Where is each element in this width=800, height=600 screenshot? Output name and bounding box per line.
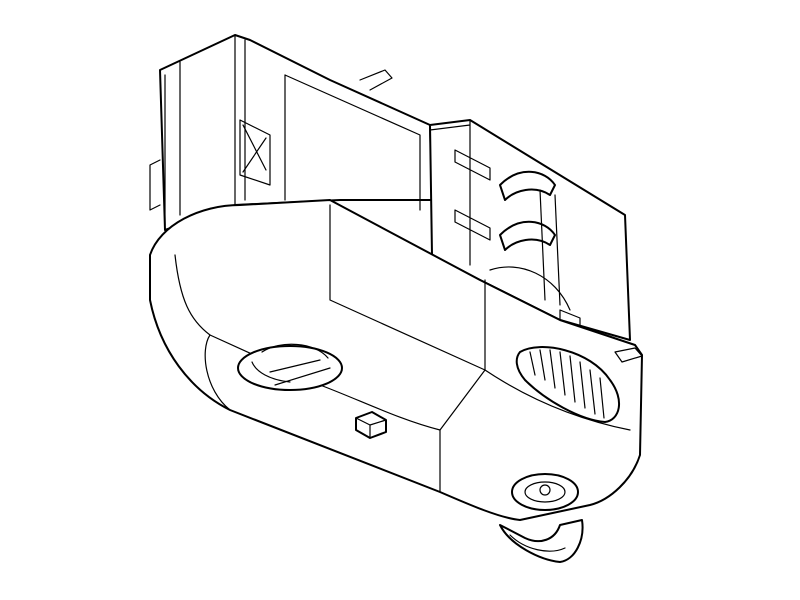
- base-body: [149, 199, 643, 521]
- center-screw-hole: [237, 343, 343, 391]
- right-contact-block: [429, 119, 631, 341]
- upper-housing: [149, 34, 433, 231]
- adjustment-wheel: [515, 346, 643, 423]
- bottom-clip: [499, 519, 584, 563]
- bottom-screw: [511, 473, 579, 511]
